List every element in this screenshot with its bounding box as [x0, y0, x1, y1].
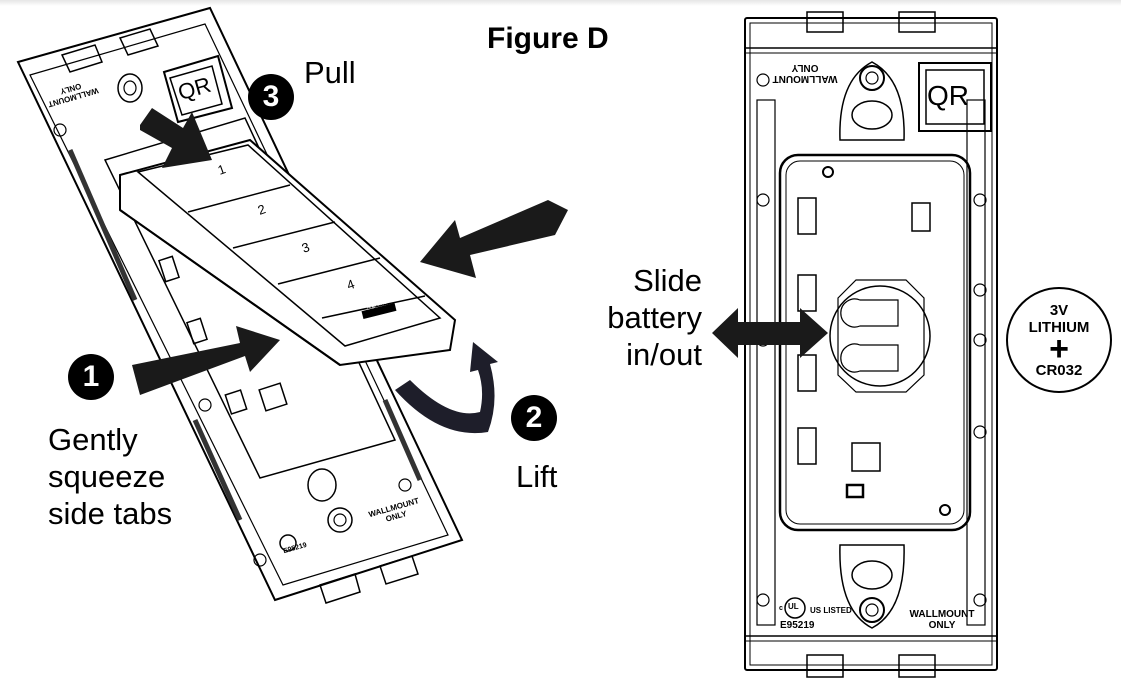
battery-callout: 3V LITHIUM + CR032: [1006, 287, 1112, 393]
ul-mark: UL: [788, 602, 799, 611]
step-2-caption: Lift: [516, 459, 558, 494]
wallmount-line2: ONLY: [928, 620, 956, 631]
wallmount-line1: WALLMOUNT: [772, 73, 838, 84]
push-left-arrow: [420, 200, 568, 278]
step-3-caption: Pull: [304, 55, 356, 90]
battery-voltage: 3V: [1049, 301, 1069, 319]
step-1-caption-line: side tabs: [48, 496, 173, 531]
slide-instruction: Slide battery in/out: [600, 262, 702, 373]
slide-instruction-line: Slide: [633, 263, 702, 298]
figure-title: Figure D: [487, 22, 609, 55]
battery-model: CR032: [1035, 361, 1083, 379]
slide-double-arrow: [712, 308, 828, 358]
step-1-caption-line: Gently: [48, 422, 138, 457]
right-bottom-wallmount-label: WALLMOUNT ONLY: [902, 609, 982, 631]
step-1-caption-line: squeeze: [48, 459, 166, 494]
pull-arrow: [140, 108, 212, 168]
step-1-badge: 1: [68, 354, 114, 400]
left-qr-box: [162, 54, 234, 124]
wallmount-line1: WALLMOUNT: [909, 609, 975, 620]
wallmount-line2: ONLY: [791, 62, 819, 73]
right-wallplate-base: [744, 11, 998, 678]
squeeze-arrow: [132, 326, 280, 395]
slide-instruction-line: battery: [607, 300, 702, 335]
top-edge-shadow: [0, 0, 1121, 6]
battery-chemistry: LITHIUM: [1028, 318, 1090, 336]
file-number: E95219: [780, 620, 815, 631]
keypad-remote: [119, 138, 457, 367]
right-top-wallmount-label: WALLMOUNT ONLY: [765, 62, 845, 84]
right-qr-label: QR: [927, 80, 969, 111]
battery-plus-icon: +: [1049, 329, 1069, 368]
right-qr-box: [918, 62, 992, 132]
step-1-caption: Gently squeeze side tabs: [48, 421, 172, 532]
step-3-badge: 3: [248, 74, 294, 120]
ul-prefix: c: [779, 605, 783, 612]
lift-arrow: [395, 342, 498, 434]
slide-instruction-line: in/out: [626, 337, 702, 372]
step-2-badge: 2: [511, 395, 557, 441]
ul-listed-label: US LISTED: [810, 606, 852, 615]
left-wallplate-base: [16, 6, 464, 604]
